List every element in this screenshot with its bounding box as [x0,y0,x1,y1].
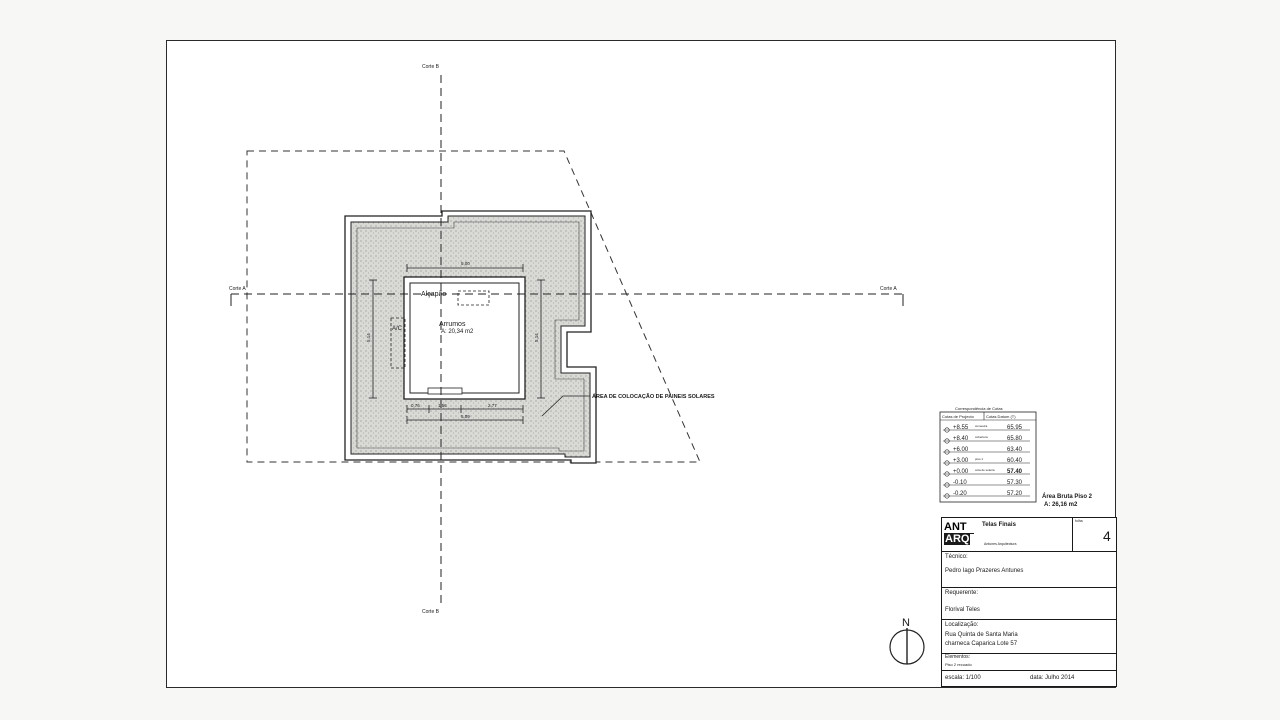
level-row: -0.10 57.30 [943,480,1030,488]
room-door [427,387,463,395]
levels-col1: Cotas de Projecto [942,414,975,419]
dim-seg2: 1,56 [438,403,447,408]
title-block-header: ANT ARQ Antunes Arquitectura Telas Finai… [942,518,1116,552]
level-row: +3.00 piso 1 60.40 [943,457,1030,466]
lower-floor-outline [246,150,701,463]
level-datum: 65.95 [1007,425,1023,431]
cut-b-top-label: Corte B [422,64,440,70]
level-proj: +0.00 [953,469,969,475]
date-value: data: Julho 2014 [1030,675,1075,681]
requerente-value: Florival Teles [945,607,980,613]
level-row: +6.00 63.40 [943,447,1030,455]
localizacao-line2: charneca Caparica Lote 57 [945,641,1018,647]
elementos-label: Elementos: [945,654,971,660]
level-note: cobertura [975,435,988,439]
logo-subtitle: Antunes Arquitectura [984,542,1017,546]
dim-left: 5,14 [366,333,371,342]
stage-label: Telas Finais [982,522,1016,528]
north-label: N [902,617,910,629]
room-area: A: 20,34 m2 [441,329,474,335]
level-datum: 57.30 [1007,480,1023,486]
logo: ANT ARQ [944,522,980,548]
elementos-row: Elementos: Piso 2 recuado [942,653,1116,671]
scale-date-row: escala: 1/100 data: Julho 2014 [942,670,1116,686]
cut-b-bottom-label: Corte B [422,609,440,615]
tecnico-value: Pedro Iago Prazeres Antunes [945,568,1024,574]
title-block: ANT ARQ Antunes Arquitectura Telas Finai… [941,517,1117,687]
gross-area-value: A: 26,16 m2 [1044,502,1078,508]
cut-a-left-label: Corte A [229,286,246,292]
level-proj: +8.55 [953,425,969,431]
localizacao-label: Localização: [945,622,979,628]
level-datum: 60.40 [1007,458,1023,464]
localizacao-row: Localização: Rua Quinta de Santa Maria c… [942,619,1116,654]
level-row: +0.00 cota de soleira 57.40 [943,468,1030,477]
sheet-label: folha [1075,519,1083,523]
level-row: +8.55 cumeeira 65.95 [943,424,1030,433]
level-proj: +6.00 [953,447,969,453]
level-datum: 57.20 [1007,491,1023,497]
level-proj: +8.40 [953,436,969,442]
elementos-value: Piso 2 recuado [945,662,972,667]
level-row: +8.40 cobertura 65.80 [943,435,1030,444]
north-arrow-icon: N [889,617,925,665]
sheet-box: folha 4 [1072,518,1117,551]
levels-table: Correspondência de Cotas Cotas de Projec… [939,406,1037,503]
hatch-label: Alçapão [421,291,446,298]
levels-col2: Cotas Datum (T) [986,414,1016,419]
scale-value: escala: 1/100 [945,675,981,681]
sheet-number: 4 [1103,528,1111,544]
cut-a-right-label: Corte A [880,286,897,292]
dim-top: 5,00 [461,261,470,266]
level-proj: +3.00 [953,458,969,464]
dim-total: 5,09 [461,414,470,419]
dim-right: 5,14 [534,333,539,342]
dimension-lines [369,264,545,424]
room-name: Arrumos [439,321,466,328]
levels-title: Correspondência de Cotas [955,406,1003,411]
solar-leader-line [541,395,590,417]
localizacao-line1: Rua Quinta de Santa Maria [945,632,1018,638]
solar-area-label: ÁREA DE COLOCAÇÃO DE PAINEIS SOLARES [592,393,715,400]
dim-seg3: 2,77 [488,403,497,408]
level-proj: -0.20 [953,491,967,497]
level-datum: 57.40 [1007,469,1023,475]
tecnico-label: Técnico: [945,554,968,560]
ac-label: A/C [392,326,403,332]
logo-line2: ARQ [944,533,971,545]
ac-unit [390,317,406,369]
level-datum: 63.40 [1007,447,1023,453]
tecnico-row: Técnico: Pedro Iago Prazeres Antunes [942,551,1116,588]
level-note: cumeeira [975,424,988,428]
level-note: piso 1 [975,457,983,461]
gross-area-title: Área Bruta Piso 2 [1042,493,1093,500]
requerente-row: Requerente: Florival Teles [942,587,1116,620]
level-proj: -0.10 [953,480,967,486]
requerente-label: Requerente: [945,590,979,596]
hatch-outline [457,290,490,306]
level-note: cota de soleira [975,468,995,472]
level-datum: 65.80 [1007,436,1023,442]
dim-seg1: 0,76 [411,403,420,408]
level-row: -0.20 57.20 [943,491,1030,499]
logo-line1: ANT [944,522,974,534]
